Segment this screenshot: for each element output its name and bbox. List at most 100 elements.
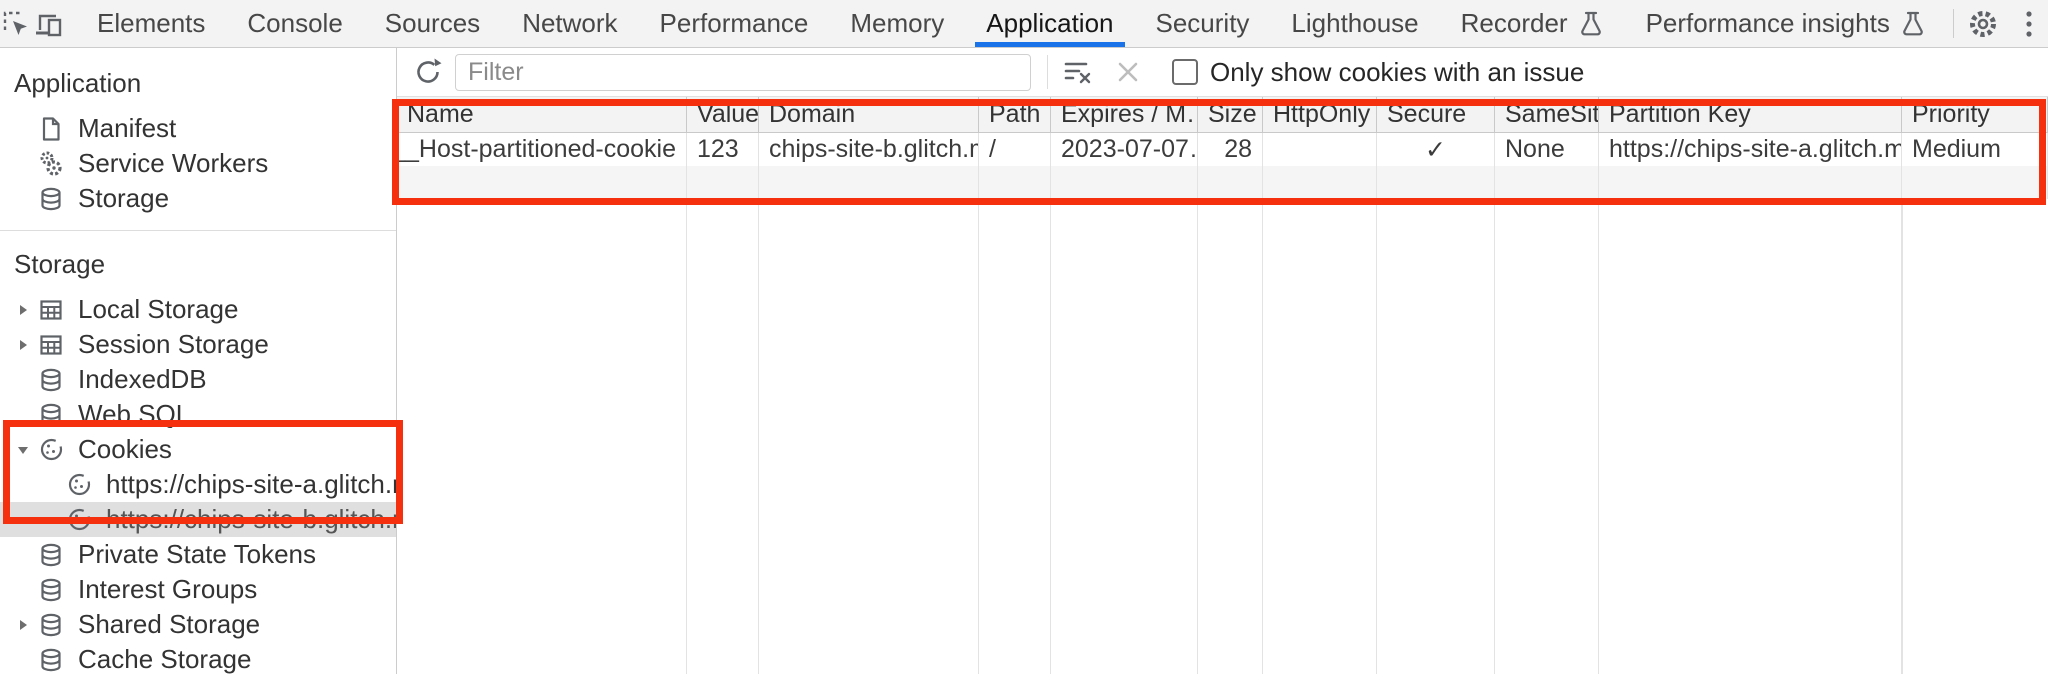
tab-performance-insights[interactable]: Performance insights [1625, 0, 1947, 47]
sidebar-item-cookies-chips-site-a[interactable]: https://chips-site-a.glitch.me [0, 467, 396, 502]
tab-network[interactable]: Network [501, 0, 638, 47]
only-issue-cookies-checkbox[interactable] [1172, 59, 1198, 85]
devtools-toolbar: Elements Console Sources Network Perform… [0, 0, 2048, 48]
cell-domain: chips-site-b.glitch.me [759, 133, 979, 166]
cell-name: __Host-partitioned-cookie [397, 133, 687, 166]
sidebar-item-label: Cache Storage [78, 644, 252, 674]
tab-label: Recorder [1460, 8, 1568, 38]
tab-label: Performance [659, 8, 809, 38]
application-sidebar: Application Manifest S [0, 48, 397, 674]
toggle-device-toolbar-button[interactable] [32, 0, 64, 47]
sidebar-item-label: Web SQL [78, 399, 191, 429]
tab-recorder[interactable]: Recorder [1440, 0, 1625, 47]
sidebar-item-storage[interactable]: Storage [0, 181, 396, 216]
column-header-domain[interactable]: Domain [759, 97, 979, 132]
experimental-flask-icon [1903, 11, 1923, 35]
toolbar-right-controls [1947, 0, 2048, 47]
three-dot-menu-icon [2026, 10, 2032, 37]
inspect-element-button[interactable] [0, 0, 32, 47]
chevron-right-icon[interactable] [12, 617, 34, 633]
sidebar-section-divider [0, 230, 396, 231]
cookie-table-row[interactable]: __Host-partitioned-cookie 123 chips-site… [397, 133, 2048, 166]
chevron-down-icon[interactable] [12, 442, 34, 458]
clear-filter-icon [1064, 62, 1091, 84]
chevron-right-icon[interactable] [12, 302, 34, 318]
sidebar-item-label: Storage [78, 183, 170, 213]
cell-secure: ✓ [1377, 133, 1495, 166]
cell-expires: 2023-07-07… [1051, 133, 1198, 166]
settings-button[interactable] [1960, 0, 2006, 47]
sidebar-item-cache-storage[interactable]: Cache Storage [0, 642, 396, 674]
sidebar-item-label: https://chips-site-b.glitch.me [106, 504, 397, 534]
tab-label: Application [986, 8, 1114, 38]
tab-label: Security [1155, 8, 1250, 38]
delete-cookie-button[interactable] [1108, 52, 1148, 92]
column-header-size[interactable]: Size [1198, 97, 1263, 132]
table-icon [36, 330, 66, 360]
inspect-cursor-icon [3, 11, 27, 35]
column-header-secure[interactable]: Secure [1377, 97, 1495, 132]
sidebar-item-label: Interest Groups [78, 574, 258, 604]
sidebar-item-cookies[interactable]: Cookies [0, 432, 396, 467]
gear-icon [1969, 10, 1996, 37]
empty-table-row[interactable] [397, 166, 2048, 199]
refresh-icon [417, 58, 442, 83]
cookies-toolbar: Only show cookies with an issue [397, 48, 2048, 97]
tab-sources[interactable]: Sources [364, 0, 501, 47]
sidebar-item-private-state-tokens[interactable]: Private State Tokens [0, 537, 396, 572]
sidebar-item-service-workers[interactable]: Service Workers [0, 146, 396, 181]
tab-lighthouse[interactable]: Lighthouse [1270, 0, 1439, 47]
document-icon [36, 114, 66, 144]
column-header-path[interactable]: Path [979, 97, 1051, 132]
column-header-partition-key[interactable]: Partition Key [1599, 97, 1902, 132]
tab-label: Sources [384, 8, 481, 38]
sidebar-item-indexeddb[interactable]: IndexedDB [0, 362, 396, 397]
cell-priority: Medium [1902, 133, 2048, 166]
column-header-samesite[interactable]: SameSite [1495, 97, 1599, 132]
only-issue-cookies-label[interactable]: Only show cookies with an issue [1210, 56, 1585, 87]
database-icon [36, 540, 66, 570]
sidebar-item-label: IndexedDB [78, 364, 207, 394]
sidebar-item-cookies-chips-site-b[interactable]: https://chips-site-b.glitch.me [0, 502, 396, 537]
tab-elements[interactable]: Elements [76, 0, 226, 47]
table-column-gridlines [397, 97, 1903, 674]
filter-input[interactable] [455, 53, 1031, 91]
sidebar-item-interest-groups[interactable]: Interest Groups [0, 572, 396, 607]
cookies-pane: Only show cookies with an issue Name Val… [397, 48, 2048, 674]
database-icon [36, 645, 66, 674]
column-header-value[interactable]: Value [687, 97, 759, 132]
column-header-expires[interactable]: Expires / M… [1051, 97, 1198, 132]
tab-memory[interactable]: Memory [829, 0, 965, 47]
tab-performance[interactable]: Performance [639, 0, 830, 47]
cookies-table: Name Value Domain Path Expires / M… Size… [397, 97, 2048, 674]
table-header-row: Name Value Domain Path Expires / M… Size… [397, 97, 2048, 133]
more-options-button[interactable] [2006, 0, 2048, 47]
sidebar-item-label: Service Workers [78, 148, 269, 178]
cookie-icon [64, 505, 94, 535]
column-header-priority[interactable]: Priority [1902, 97, 2048, 132]
sidebar-item-shared-storage[interactable]: Shared Storage [0, 607, 396, 642]
sidebar-item-label: https://chips-site-a.glitch.me [106, 469, 397, 499]
refresh-button[interactable] [409, 53, 447, 91]
sidebar-item-local-storage[interactable]: Local Storage [0, 292, 396, 327]
database-icon [36, 400, 66, 430]
sidebar-item-session-storage[interactable]: Session Storage [0, 327, 396, 362]
clear-filter-button[interactable] [1058, 52, 1098, 92]
sidebar-section-application: Application [14, 68, 142, 98]
close-icon [1118, 62, 1138, 82]
column-header-httponly[interactable]: HttpOnly [1263, 97, 1377, 132]
sidebar-item-label: Private State Tokens [78, 539, 316, 569]
sidebar-item-label: Cookies [78, 434, 172, 464]
tab-application[interactable]: Application [965, 0, 1134, 47]
column-header-name[interactable]: Name [397, 97, 687, 132]
cell-samesite: None [1495, 133, 1599, 166]
database-icon [36, 184, 66, 214]
tab-console[interactable]: Console [226, 0, 363, 47]
sidebar-item-web-sql[interactable]: Web SQL [0, 397, 396, 432]
tab-label: Performance insights [1645, 8, 1890, 38]
tab-security[interactable]: Security [1135, 0, 1271, 47]
toolbar-divider [1047, 55, 1048, 89]
chevron-right-icon[interactable] [12, 337, 34, 353]
sidebar-item-manifest[interactable]: Manifest [0, 111, 396, 146]
